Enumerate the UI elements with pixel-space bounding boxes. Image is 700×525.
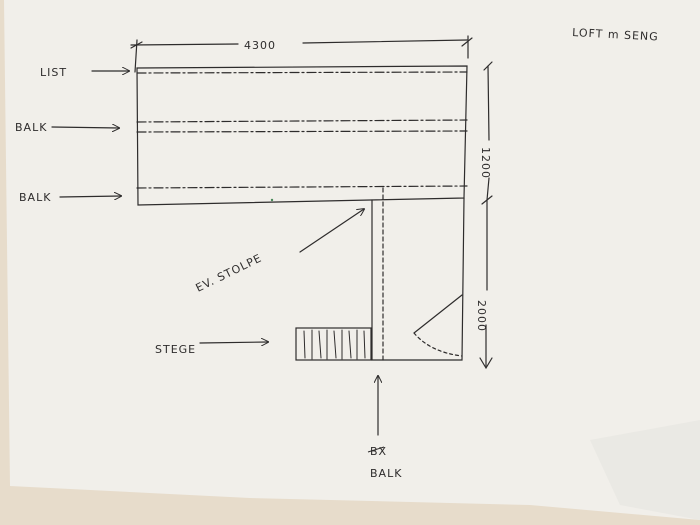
stairs-outline xyxy=(295,327,372,361)
dim-length-arrowhead xyxy=(479,357,493,370)
balk-upper-line-1 xyxy=(136,119,468,123)
dim-width-line-left xyxy=(130,43,239,46)
balk-lower-line xyxy=(136,185,468,189)
label-balk-bottom: BALK xyxy=(370,467,402,480)
paper-crease xyxy=(590,420,700,520)
ink-dot xyxy=(270,198,274,202)
arrow-stairs xyxy=(199,342,268,343)
dim-depth-slash-top xyxy=(483,61,493,71)
dim-depth-line-top xyxy=(487,65,490,141)
strike-through-mark xyxy=(367,446,385,453)
arrow-post xyxy=(299,209,364,253)
balk-upper-line-2 xyxy=(136,130,468,133)
dim-width-label: 4300 xyxy=(244,39,276,52)
dim-width-line-right xyxy=(302,39,468,44)
paper-sheet xyxy=(4,0,700,520)
dim-depth-line-bottom xyxy=(486,177,490,201)
dim-length-label: 2000 xyxy=(475,300,488,332)
dim-width-slash-right xyxy=(461,37,473,47)
label-balk-bottom-struck: BX xyxy=(370,445,387,458)
arrow-balk-upper xyxy=(51,127,119,128)
dim-depth-label: 1200 xyxy=(479,147,492,179)
bed-outline xyxy=(371,197,465,361)
label-stairs: STEGE xyxy=(155,343,196,356)
list-line xyxy=(136,71,468,74)
label-balk-upper: BALK xyxy=(15,121,47,134)
stairs-treads xyxy=(303,329,366,360)
door-swing-arc xyxy=(413,332,463,357)
label-balk-lower: BALK xyxy=(19,191,51,204)
arrow-balk-lower xyxy=(59,196,121,197)
title-text: LOFT m SENG xyxy=(572,26,659,44)
label-balk-bottom-group: BX BALK xyxy=(367,445,402,480)
label-list: LIST xyxy=(40,66,67,79)
dim-width-slash-left xyxy=(130,41,143,49)
door-leaf xyxy=(413,294,463,334)
